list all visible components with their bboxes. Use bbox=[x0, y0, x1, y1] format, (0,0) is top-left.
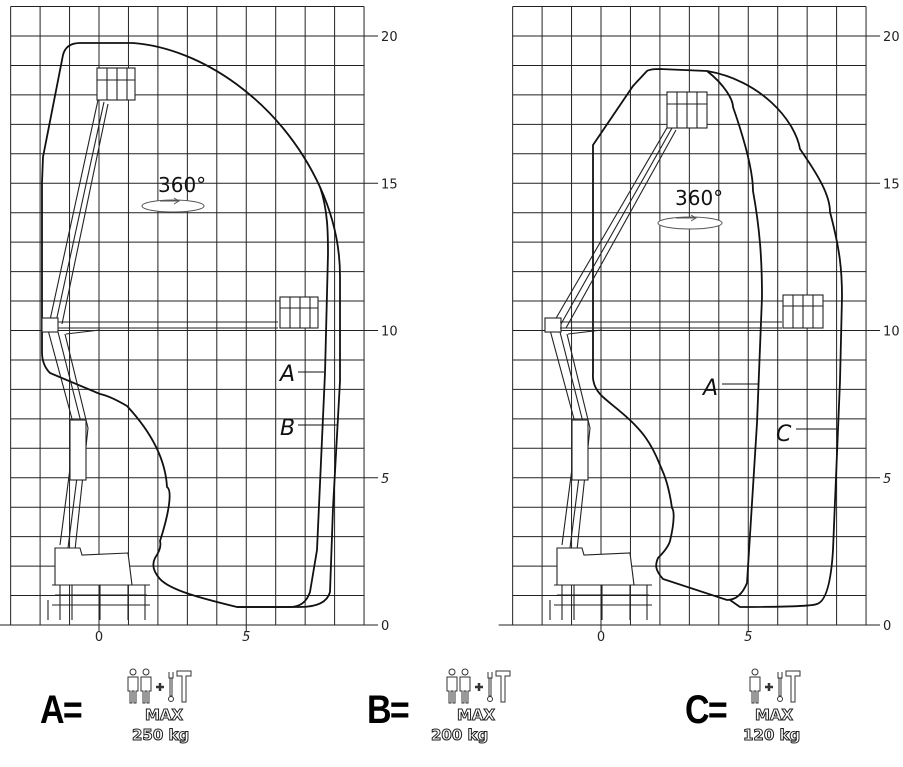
envelope-label-b: B bbox=[280, 416, 295, 441]
hammer-icon bbox=[176, 670, 192, 703]
rotation-arrow-icon bbox=[657, 214, 723, 230]
y-tick-label: 15 bbox=[883, 177, 900, 192]
person-icon bbox=[127, 668, 139, 704]
envelope-a bbox=[237, 186, 329, 608]
legend-item-a: A= MAX 250 kg bbox=[40, 668, 260, 758]
rotation-arrow-icon bbox=[141, 197, 205, 213]
plus-icon bbox=[156, 683, 164, 691]
aerial-platform-machine-left bbox=[41, 67, 319, 620]
envelope-b bbox=[41, 42, 341, 608]
legend-key: A= bbox=[40, 688, 83, 732]
grid-left bbox=[0, 6, 379, 631]
x-tick-label: 0 bbox=[95, 630, 103, 645]
legend-load: 120 kg bbox=[742, 726, 801, 745]
envelope-a-right bbox=[591, 68, 763, 601]
basket-icon bbox=[279, 296, 319, 329]
basket-icon bbox=[96, 67, 136, 101]
envelope-c bbox=[706, 70, 843, 608]
persons-plus-tools-icon bbox=[127, 668, 192, 704]
person-icon bbox=[140, 668, 152, 704]
envelope-label-c: C bbox=[776, 422, 792, 447]
y-tick-label: 15 bbox=[381, 177, 398, 192]
legend-max: MAX bbox=[456, 706, 496, 725]
working-range-diagrams: 360° 360° A B A C 0 5 0 5 10 15 20 0 5 0 5 10 15 20 bbox=[0, 6, 900, 645]
y-tick-label: 0 bbox=[381, 619, 389, 634]
x-tick-label: 5 bbox=[744, 630, 752, 645]
person-icon bbox=[446, 668, 458, 704]
legend-max: MAX bbox=[144, 706, 184, 725]
aerial-platform-machine-right bbox=[544, 91, 824, 620]
wrench-icon bbox=[487, 672, 493, 702]
person-plus-tools-icon bbox=[749, 668, 801, 704]
hammer-icon bbox=[785, 670, 801, 703]
wrench-icon bbox=[168, 672, 174, 702]
axis-ticks: 0 5 0 5 10 15 20 0 5 0 5 10 15 20 bbox=[95, 30, 900, 645]
plus-icon bbox=[475, 683, 483, 691]
persons-plus-tools-icon bbox=[446, 668, 511, 704]
y-tick-label: 10 bbox=[381, 325, 398, 340]
legend-key: B= bbox=[367, 688, 410, 732]
rotation-label: 360° bbox=[675, 186, 723, 210]
legend-item-b: B= MAX 200 kg bbox=[367, 668, 587, 758]
envelope-label-a: A bbox=[701, 376, 718, 401]
legend-key: C= bbox=[685, 688, 728, 732]
plus-icon bbox=[765, 683, 773, 691]
y-tick-label: 5 bbox=[381, 472, 389, 487]
legend-load: 200 kg bbox=[430, 726, 489, 745]
x-tick-label: 5 bbox=[242, 630, 250, 645]
hammer-icon bbox=[495, 670, 511, 703]
y-tick-label: 5 bbox=[883, 472, 891, 487]
rotation-label: 360° bbox=[158, 173, 206, 197]
x-tick-label: 0 bbox=[597, 630, 605, 645]
wrench-icon bbox=[777, 672, 783, 702]
legend-max: MAX bbox=[754, 706, 794, 725]
envelope-label-a: A bbox=[278, 362, 295, 387]
y-tick-label: 20 bbox=[883, 30, 900, 45]
y-tick-label: 10 bbox=[883, 325, 900, 340]
person-icon bbox=[459, 668, 471, 704]
legend-item-c: C= MAX 120 kg bbox=[685, 668, 885, 758]
y-tick-label: 0 bbox=[883, 619, 891, 634]
person-icon bbox=[749, 668, 761, 704]
legend-load: 250 kg bbox=[131, 726, 190, 745]
y-tick-label: 20 bbox=[381, 30, 398, 45]
